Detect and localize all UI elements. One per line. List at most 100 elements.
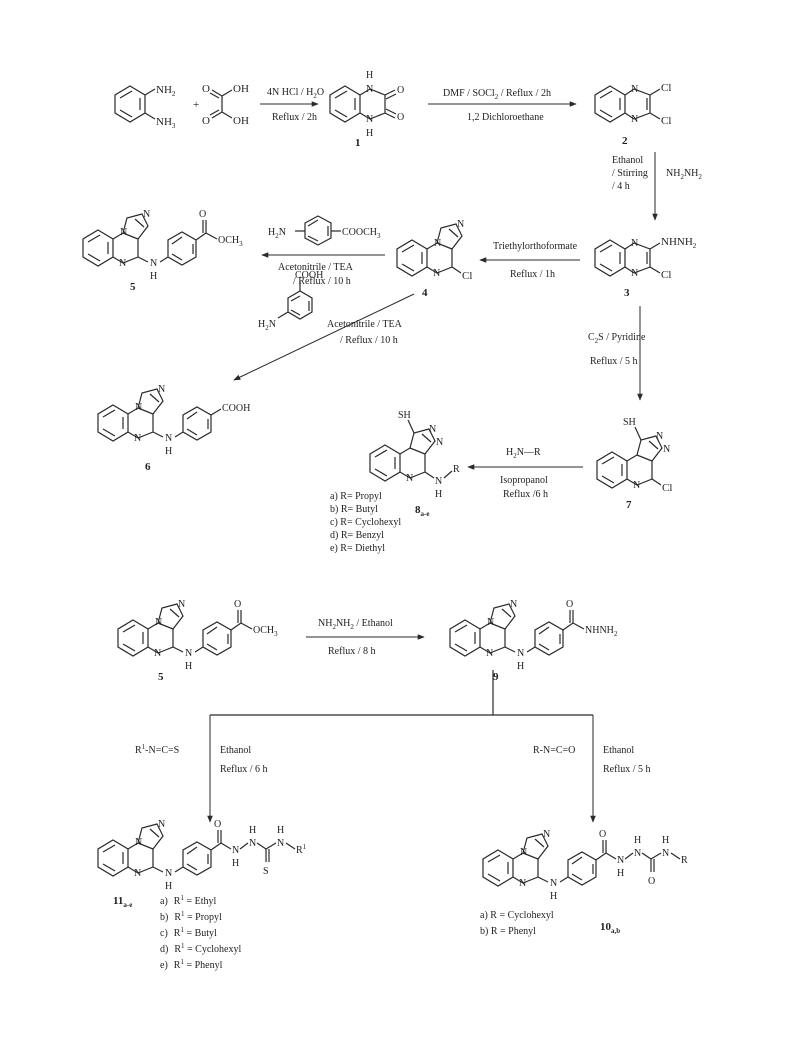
arrow-step-6 xyxy=(233,293,415,381)
c5-nh: N xyxy=(150,258,157,269)
c10-n-triazole-1: N xyxy=(520,847,527,858)
c10-h: H xyxy=(550,891,557,902)
compound-label-9: 9 xyxy=(493,671,499,683)
oxalic-o2: O xyxy=(202,115,210,127)
c10-o: O xyxy=(599,829,606,840)
nh2-label-bottom: NH3 xyxy=(156,116,176,130)
c10-r: R xyxy=(681,855,688,866)
c11-h1: H xyxy=(232,858,239,869)
c11-nn2: N xyxy=(249,838,256,849)
c10-variant-a: a) R = Cyclohexyl xyxy=(480,910,554,921)
compound-6: N N N N H COOH 6 xyxy=(97,384,250,473)
compound-label-5-lower: 5 xyxy=(158,671,164,683)
c11-h3: H xyxy=(277,825,284,836)
c10-h3: H xyxy=(662,835,669,846)
compound-label-5-top: 5 xyxy=(130,281,136,293)
cond-3-line-2: / Stirring xyxy=(612,168,648,179)
c3-n2: N xyxy=(631,268,638,279)
cond-3-line-1: Ethanol xyxy=(612,155,643,166)
c2-cl2: Cl xyxy=(661,115,671,127)
c10-h2: H xyxy=(634,835,641,846)
c11-r: R1 xyxy=(296,843,307,856)
c9-n-triazole-1: N xyxy=(487,617,494,628)
cond-3-line-3: / 4 h xyxy=(612,181,630,192)
cond-2-bottom: 1,2 Dichloroethane xyxy=(467,112,544,123)
c11-o: O xyxy=(214,819,221,830)
c5-n-triazole-1: N xyxy=(120,227,127,238)
c5-n-triazole-2: N xyxy=(143,209,150,220)
c8-variant-c: c) R= Cyclohexyl xyxy=(330,517,401,528)
cond-11-bottom: Reflux / 6 h xyxy=(220,764,268,775)
c8-n-triazole-1: N xyxy=(429,424,436,435)
c10-nr: N xyxy=(662,848,669,859)
c1-o-bottom: O xyxy=(397,112,404,123)
c10-nh: N xyxy=(550,878,557,889)
compound-label-11: 11a-e xyxy=(113,895,132,909)
c8-h: H xyxy=(435,489,442,500)
cond-8-top: H2N—R xyxy=(506,447,541,460)
c8-nh: N xyxy=(435,476,442,487)
c1-n-bottom: N xyxy=(366,114,373,125)
c11-nn1: N xyxy=(232,845,239,856)
c7-cl: Cl xyxy=(662,482,672,494)
c11-variant-e: e)R1 = Phenyl xyxy=(160,958,223,971)
c5-och3: OCH3 xyxy=(218,235,243,248)
cond-1-top: 4N HCl / H2O xyxy=(267,87,324,100)
c6-h: H xyxy=(165,446,172,457)
cond-5-bottom-1: Acetonitrile / TEA xyxy=(278,262,354,273)
cond-1-bottom: Reflux / 2h xyxy=(272,112,317,123)
oxalic-o1: O xyxy=(202,83,210,95)
c2-n1: N xyxy=(631,84,638,95)
c10-n: N xyxy=(519,878,526,889)
c8-r: R xyxy=(453,464,460,475)
c7-n-triazole-2: N xyxy=(663,444,670,455)
c9-n: N xyxy=(486,648,493,659)
cond-11-solvent: Ethanol xyxy=(220,745,251,756)
c3-cl: Cl xyxy=(661,269,671,281)
c4-cl: Cl xyxy=(462,270,472,282)
c8-variant-a: a) R= Propyl xyxy=(330,491,382,502)
c5b-n-triazole-2: N xyxy=(178,599,185,610)
c11-variant-b: b)R1 = Propyl xyxy=(160,910,222,923)
cond-4-bottom: Reflux / 1h xyxy=(510,269,555,280)
reagent-6-cooh: COOH xyxy=(295,270,323,281)
c4-n-fused: N xyxy=(434,238,441,249)
c11-h2: H xyxy=(249,825,256,836)
c11-n: N xyxy=(134,868,141,879)
compound-label-2: 2 xyxy=(622,135,628,147)
compound-11: N N N N H O N N H H S N H R1 11a-e xyxy=(97,819,307,909)
compound-label-4: 4 xyxy=(422,287,428,299)
c5b-och3: OCH3 xyxy=(253,625,278,638)
compound-7: SH N N N Cl 7 xyxy=(596,417,672,511)
c9-o: O xyxy=(566,599,573,610)
c7-n: N xyxy=(633,480,640,491)
c10-nn1: N xyxy=(617,855,624,866)
cond-3-reagent: NH2NH2 xyxy=(666,168,702,181)
c6-n: N xyxy=(134,433,141,444)
c4-n: N xyxy=(433,268,440,279)
oxalic-oh2: OH xyxy=(233,115,249,127)
c5b-o: O xyxy=(234,599,241,610)
cond-2-top: DMF / SOCl2 / Reflux / 2h xyxy=(443,88,551,101)
cond-5-bottom-2: / Reflux / 10 h xyxy=(293,276,351,287)
cond-10-solvent: Ethanol xyxy=(603,745,634,756)
c6-n-triazole-2: N xyxy=(158,384,165,395)
c1-h-bottom: H xyxy=(366,128,373,139)
c11-n-triazole-2: N xyxy=(158,819,165,830)
c9-nh: N xyxy=(517,648,524,659)
c10-nn2: N xyxy=(634,848,641,859)
reagent-6-nh2: H2N xyxy=(258,319,276,332)
c11-s: S xyxy=(263,866,269,877)
c10-variant-b: b) R = Phenyl xyxy=(480,926,536,937)
compound-1: H N N H O O 1 xyxy=(329,70,404,149)
compound-8: SH N N N N H R 8a-e xyxy=(369,410,460,518)
c11-nh: N xyxy=(165,868,172,879)
c11-variant-c: c)R1 = Butyl xyxy=(160,926,217,939)
c6-n-triazole-1: N xyxy=(135,402,142,413)
compound-label-1: 1 xyxy=(355,137,361,149)
compound-8-variants: a) R= Propyl b) R= Butyl c) R= Cyclohexy… xyxy=(330,491,401,554)
compound-2: N N Cl Cl 2 xyxy=(594,82,671,147)
c5-n: N xyxy=(119,258,126,269)
c10-o2: O xyxy=(648,876,655,887)
